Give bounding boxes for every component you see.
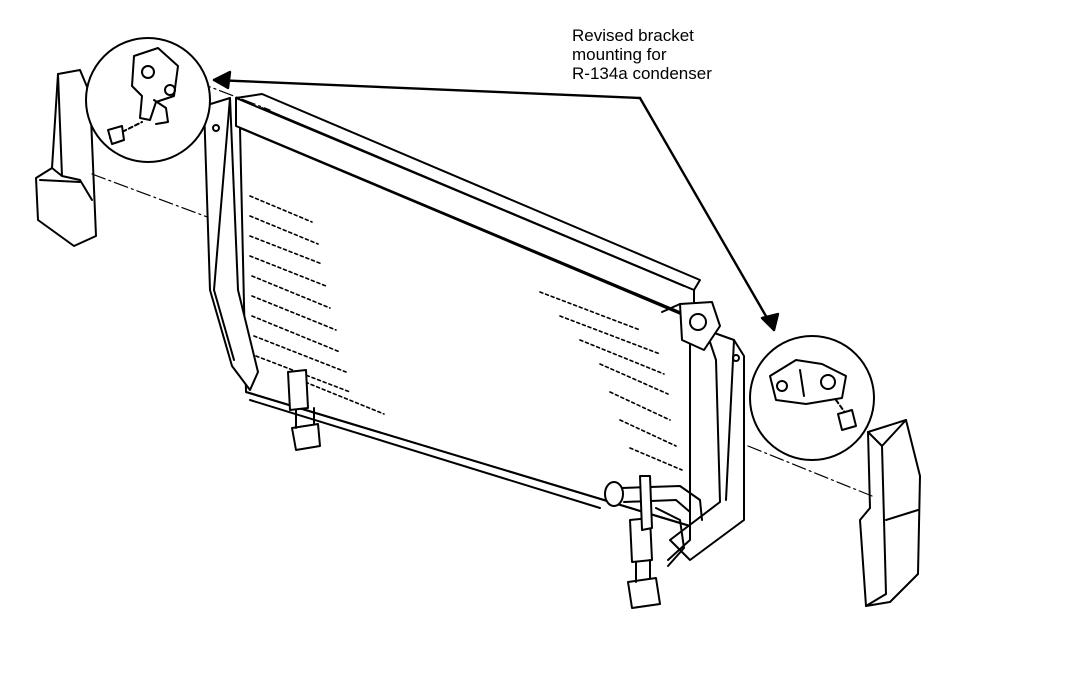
condenser-core	[235, 93, 701, 527]
callout-line-2: mounting for	[572, 45, 667, 64]
lower-mount-left	[287, 369, 321, 451]
callout-label: Revised bracket mounting for R-134a cond…	[572, 26, 712, 83]
callout-arrows	[212, 70, 780, 332]
lower-mount-right	[627, 517, 661, 609]
arrow-to-right-detail	[638, 96, 776, 332]
left-detail-circle	[85, 37, 211, 163]
arrow-to-left-detail	[212, 78, 642, 100]
callout-line-3: R-134a condenser	[572, 64, 712, 83]
right-detail-circle	[749, 335, 875, 461]
refrigerant-pipe-fittings	[604, 475, 703, 567]
left-air-guide	[35, 69, 97, 247]
left-side-bracket	[203, 97, 259, 391]
callout-line-1: Revised bracket	[572, 26, 694, 45]
right-side-bracket	[661, 301, 745, 561]
right-air-guide	[859, 419, 921, 607]
